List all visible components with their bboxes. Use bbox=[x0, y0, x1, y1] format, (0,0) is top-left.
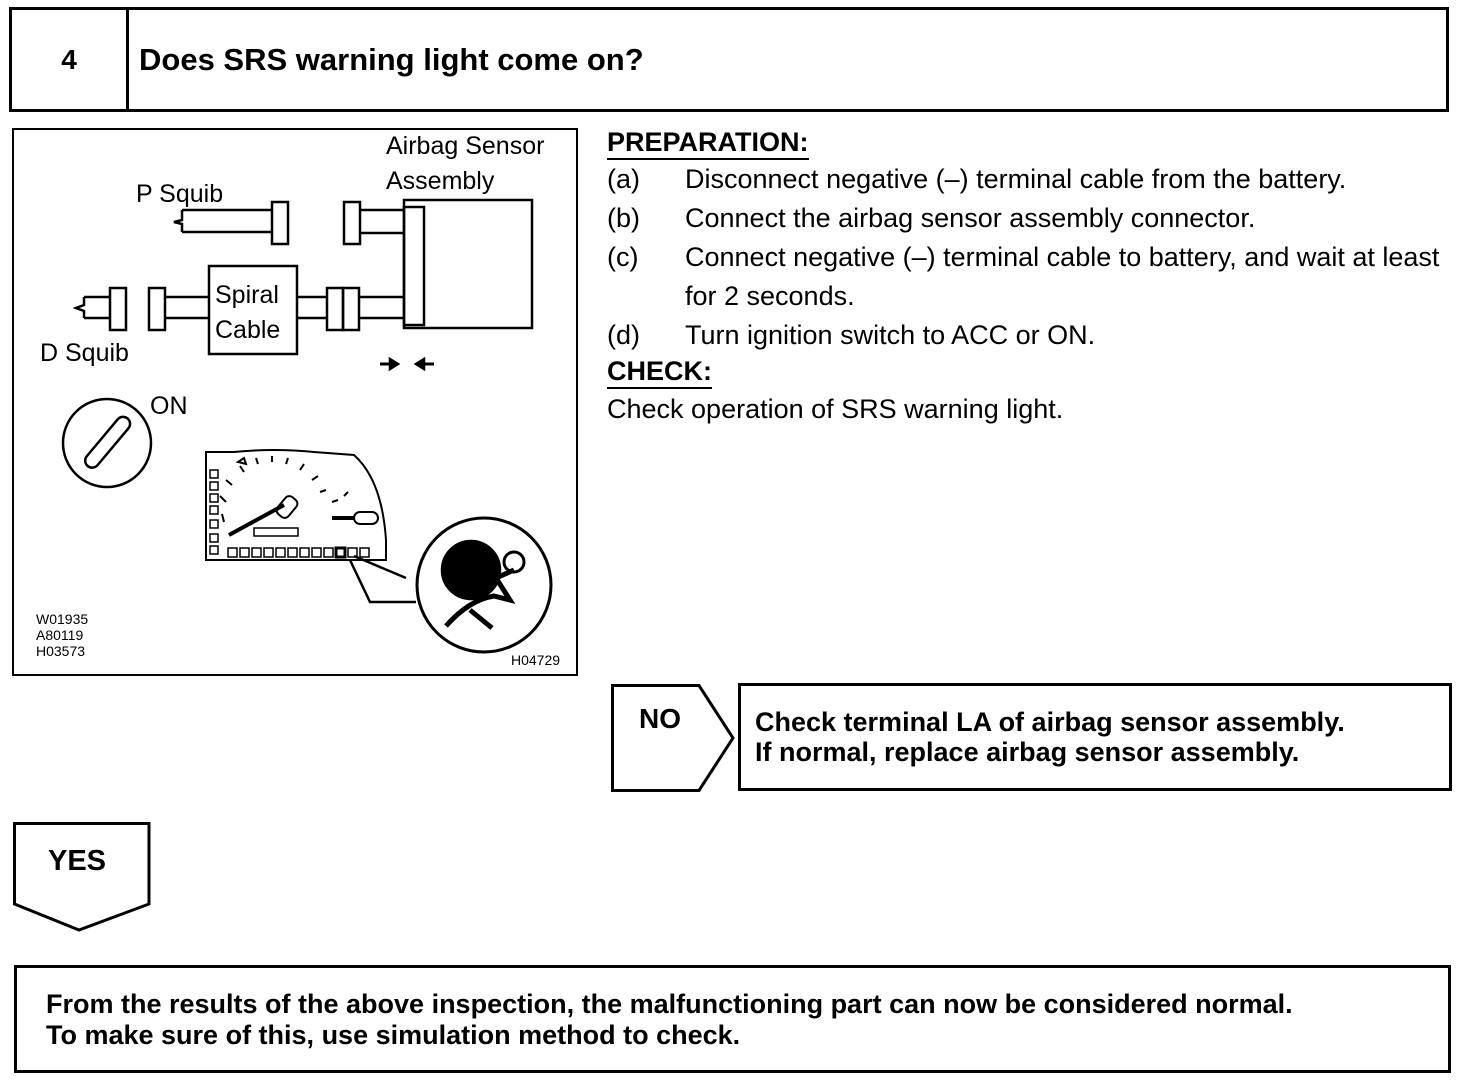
step-text: Disconnect negative (–) terminal cable f… bbox=[685, 164, 1347, 194]
preparation-step: (c) Connect negative (–) terminal cable … bbox=[607, 238, 1457, 316]
preparation-step: (a) Disconnect negative (–) terminal cab… bbox=[607, 160, 1457, 199]
wiring-figure: Airbag Sensor Assembly P Squib D Squib S… bbox=[12, 128, 578, 676]
ignition-switch bbox=[61, 397, 153, 489]
no-result-line1: Check terminal LA of airbag sensor assem… bbox=[755, 707, 1345, 737]
label-cable: Cable bbox=[215, 316, 281, 344]
figure-code: A80119 bbox=[36, 627, 84, 643]
step-header: 4 Does SRS warning light come on? bbox=[9, 7, 1449, 112]
preparation-step: (b) Connect the airbag sensor assembly c… bbox=[607, 199, 1457, 238]
preparation-step: (d) Turn ignition switch to ACC or ON. bbox=[607, 316, 1457, 355]
p-squib-connector bbox=[270, 200, 290, 246]
step-label: (a) bbox=[607, 164, 640, 194]
yes-label: YES bbox=[48, 845, 107, 877]
label-on: ON bbox=[150, 392, 188, 420]
figure-code: H03573 bbox=[36, 643, 86, 659]
step-text: Connect the airbag sensor assembly conne… bbox=[685, 203, 1256, 233]
conclusion-box: From the results of the above inspection… bbox=[14, 965, 1451, 1073]
yes-branch-tag bbox=[13, 822, 151, 932]
conclusion-line1: From the results of the above inspection… bbox=[46, 989, 1293, 1019]
d-squib-connector bbox=[108, 286, 128, 332]
airbag-warning-callout bbox=[415, 516, 553, 654]
instrument-cluster bbox=[205, 449, 387, 561]
spiral-cable-box bbox=[207, 264, 299, 356]
step-number: 4 bbox=[12, 10, 129, 109]
figure-code: W01935 bbox=[36, 611, 89, 627]
preparation-heading: PREPARATION: bbox=[607, 126, 809, 160]
no-branch-tag bbox=[611, 684, 735, 792]
conclusion-line2: To make sure of this, use simulation met… bbox=[46, 1020, 741, 1050]
step-question: Does SRS warning light come on? bbox=[139, 41, 644, 77]
check-text: Check operation of SRS warning light. bbox=[607, 394, 1064, 424]
wiring-diagram-illustration bbox=[61, 198, 553, 654]
instructions-panel: PREPARATION: (a) Disconnect negative (–)… bbox=[607, 126, 1457, 429]
sensor-connector-strip bbox=[402, 205, 426, 327]
step-text: Turn ignition switch to ACC or ON. bbox=[685, 320, 1096, 350]
label-airbag-sensor-line1: Airbag Sensor bbox=[386, 132, 545, 160]
no-result-box: Check terminal LA of airbag sensor assem… bbox=[738, 683, 1452, 791]
label-d-squib: D Squib bbox=[40, 339, 129, 367]
label-p-squib: P Squib bbox=[136, 180, 224, 208]
no-label: NO bbox=[639, 703, 681, 734]
srs-airbag-icon bbox=[440, 539, 502, 601]
step-label: (d) bbox=[607, 320, 640, 350]
label-airbag-sensor-line2: Assembly bbox=[386, 167, 495, 195]
label-spiral: Spiral bbox=[215, 281, 279, 309]
step-label: (b) bbox=[607, 203, 640, 233]
figure-id: H04729 bbox=[511, 652, 561, 668]
no-result-line2: If normal, replace airbag sensor assembl… bbox=[755, 737, 1300, 767]
step-label: (c) bbox=[607, 242, 639, 272]
step-text: Connect negative (–) terminal cable to b… bbox=[685, 242, 1440, 311]
check-heading: CHECK: bbox=[607, 355, 712, 389]
